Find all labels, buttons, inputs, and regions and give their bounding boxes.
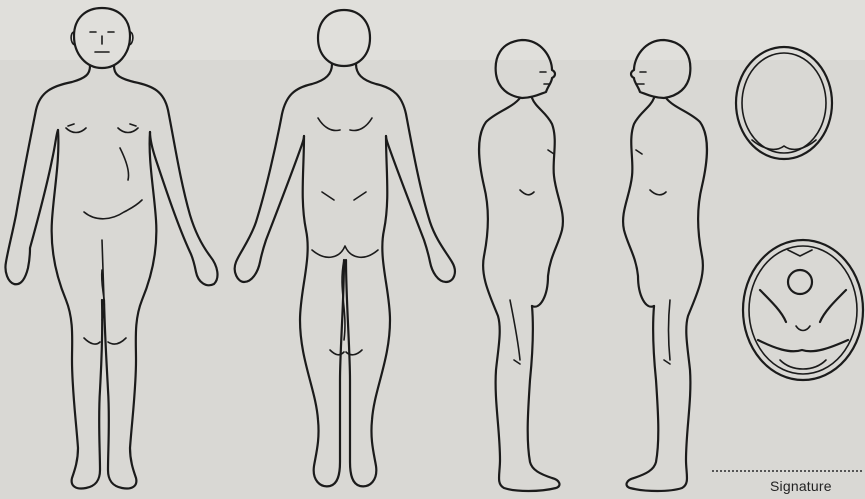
signature-label: Signature bbox=[770, 478, 832, 494]
signature-line[interactable] bbox=[712, 470, 862, 472]
